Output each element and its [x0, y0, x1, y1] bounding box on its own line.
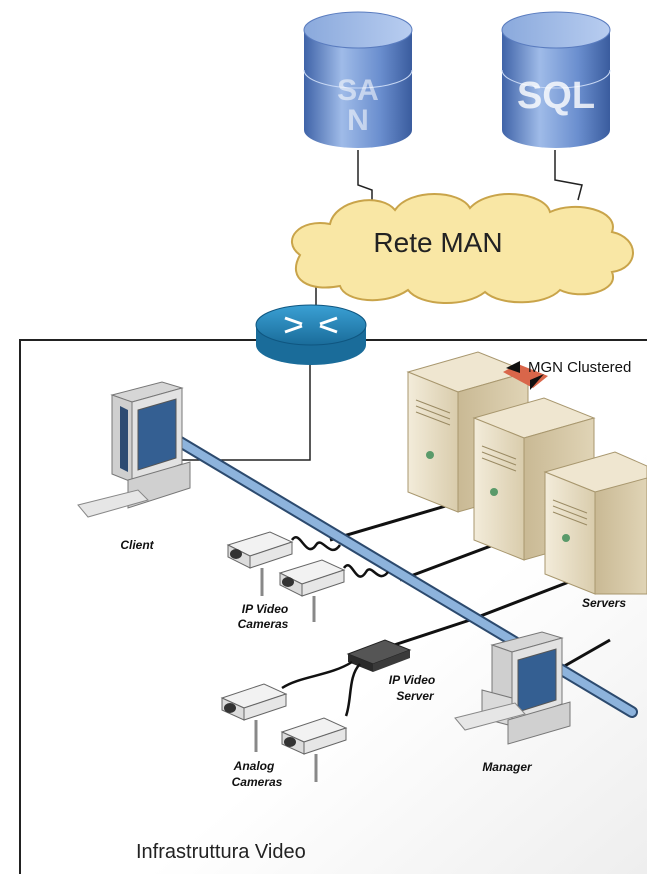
client-label: Client [120, 538, 154, 552]
cloud-icon [290, 193, 634, 304]
ip-video-server-label-line2: Server [396, 689, 435, 703]
manager-computer-icon [454, 631, 571, 745]
cloud-label: Rete MAN [373, 227, 502, 258]
sql-link [554, 150, 583, 201]
servers-label: Servers [582, 596, 626, 610]
manager-label: Manager [482, 760, 533, 774]
infrastructure-label: Infrastruttura Video [136, 841, 306, 863]
router-icon [255, 304, 367, 365]
analog-cameras-label-line2: Cameras [232, 775, 283, 789]
ip-video-server-icon [346, 639, 412, 672]
ip-camera-icon [278, 559, 346, 622]
san-database-icon [303, 11, 413, 148]
client-computer-icon [77, 381, 191, 518]
sql-database-icon [501, 11, 611, 148]
mgn-arrow-icon [506, 361, 520, 373]
mgn-label: MGN Clustered [528, 359, 631, 376]
san-label-line2: N [347, 104, 369, 137]
san-label: SA [337, 74, 379, 107]
analog-camera-icon [220, 683, 288, 752]
ip-cameras-label-line2: Cameras [238, 617, 289, 631]
analog-camera-icon [280, 717, 348, 782]
server-icon [406, 351, 530, 513]
server-icon [543, 451, 647, 595]
infrastructure-box [19, 339, 647, 874]
ip-video-server-label: IP Video [389, 673, 435, 687]
analog-cameras-label: Analog [233, 759, 275, 773]
router-client-link [182, 362, 311, 461]
ip-cameras-label: IP Video [242, 602, 288, 616]
sql-label: SQL [517, 75, 595, 117]
ip-camera-icon [226, 531, 294, 596]
